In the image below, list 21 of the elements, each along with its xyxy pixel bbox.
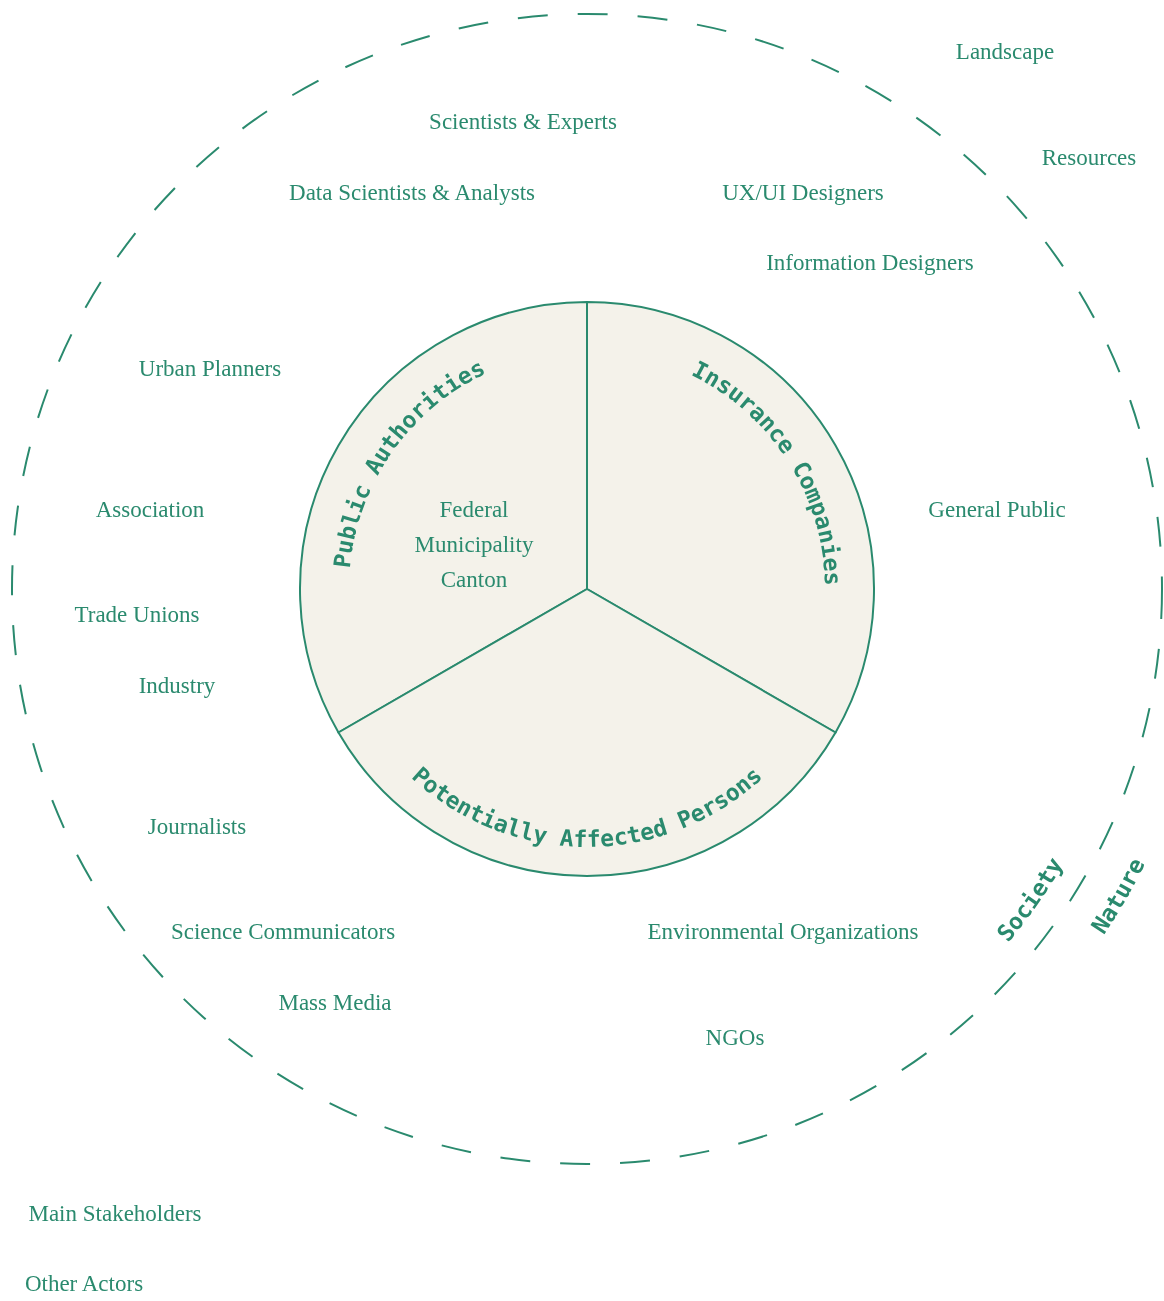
actor-label: Journalists — [147, 814, 247, 840]
member-text: Canton — [440, 567, 508, 593]
actor-label: UX/UI Designers — [722, 180, 884, 206]
member-text: Municipality — [414, 532, 534, 558]
actor-label: Science Communicators — [170, 919, 396, 945]
actor-label: Landscape — [955, 39, 1055, 65]
actor-label: Trade Unions — [74, 602, 200, 628]
actor-label: Data Scientists & Analysts — [289, 180, 535, 206]
actor-label: Main Stakeholders — [28, 1201, 202, 1227]
actor-label: NGOs — [705, 1025, 765, 1051]
actor-label: Other Actors — [24, 1271, 144, 1297]
actor-label: Mass Media — [278, 990, 392, 1016]
actor-label: Urban Planners — [138, 356, 282, 382]
actor-label: Industry — [138, 673, 216, 699]
member-text: Federal — [439, 497, 509, 523]
actor-label: General Public — [928, 497, 1066, 523]
actor-label: Information Designers — [766, 250, 974, 276]
actor-label: Environmental Organizations — [647, 919, 919, 945]
actor-label: Scientists & Experts — [429, 109, 617, 135]
actor-label: Resources — [1041, 145, 1137, 171]
actor-label: Association — [95, 497, 205, 523]
